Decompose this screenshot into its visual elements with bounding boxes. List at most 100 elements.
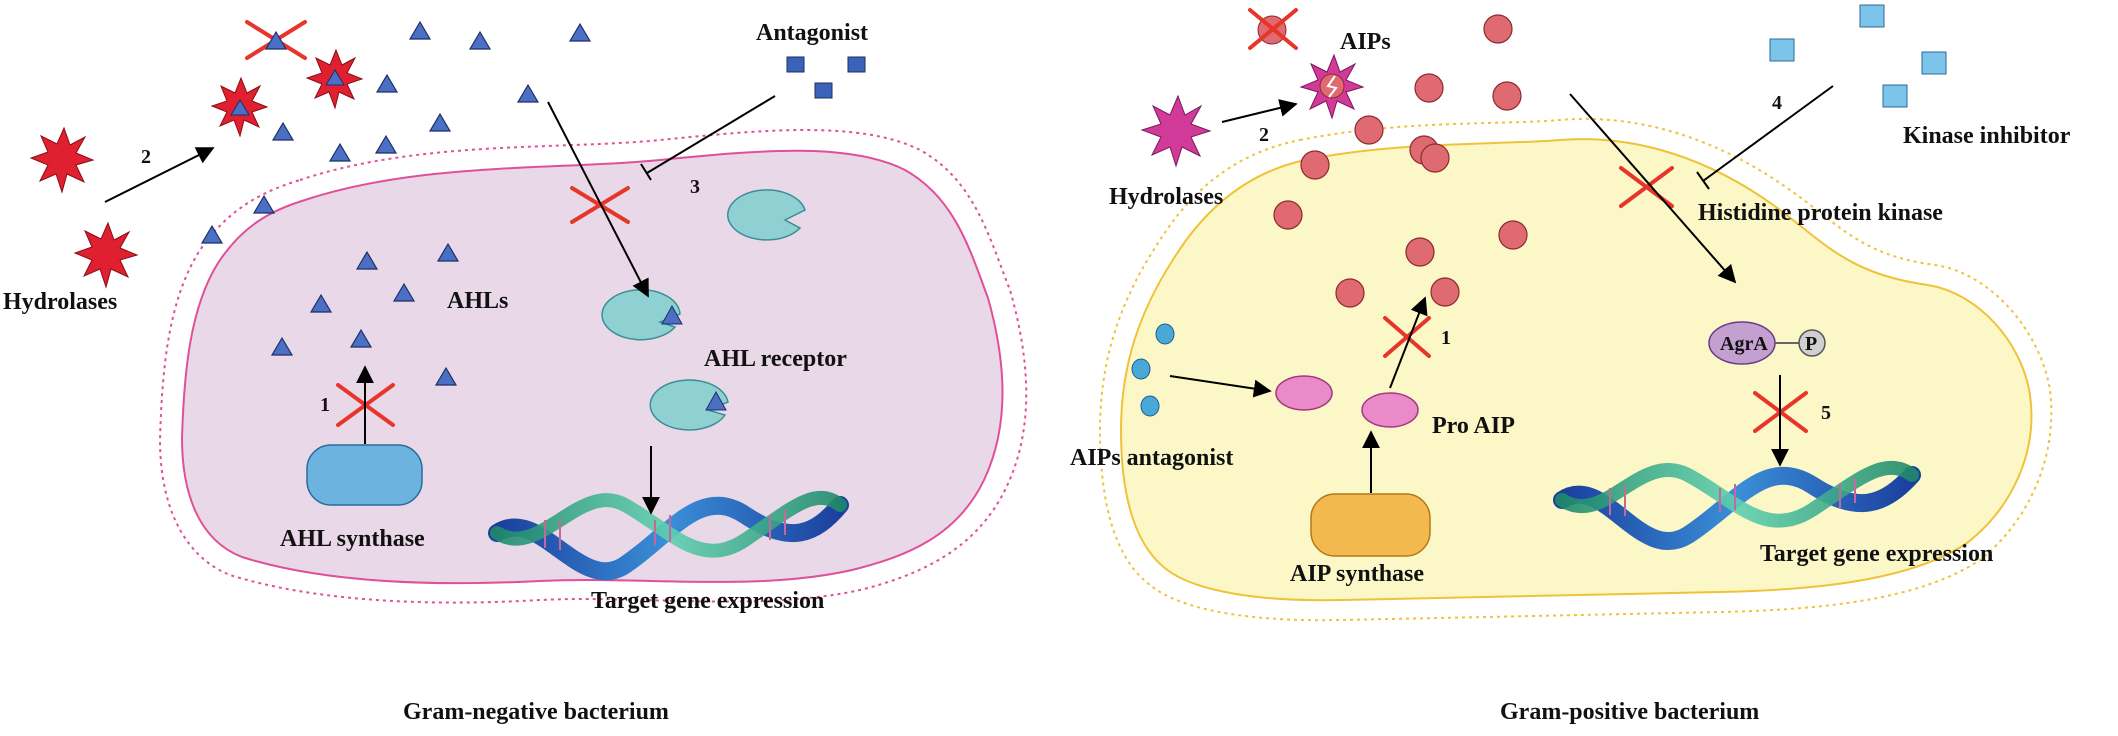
kinase-inhibitor-label: Kinase inhibitor <box>1903 123 2071 149</box>
inhibition-x-icon <box>1383 316 1431 358</box>
ahl-triangle <box>374 134 398 154</box>
ahl-bound <box>325 69 345 86</box>
gn-arrows <box>104 95 776 515</box>
ahl-bound <box>661 304 683 325</box>
step-2-label: 2 <box>1259 124 1269 146</box>
target-gene-label: Target gene expression <box>591 588 824 614</box>
ahl-synthase-label: AHL synthase <box>280 526 425 552</box>
kinase-inhibition-line <box>1702 85 1834 182</box>
aip-circle <box>1483 14 1513 44</box>
aips-antagonist-circle <box>1140 395 1160 417</box>
arrow-proaip-to-aip <box>1389 296 1428 389</box>
aip-circle <box>1354 115 1384 145</box>
arrow-aip-to-agra <box>1569 93 1737 284</box>
pro-aip-shape <box>1361 392 1419 428</box>
aip-synthase-shape <box>1310 493 1431 557</box>
hydrolases-label: Hydrolases <box>3 289 117 315</box>
ahl-triangle <box>270 336 294 356</box>
aip-circle <box>1414 73 1444 103</box>
ahl-triangle <box>428 112 452 132</box>
gp-aip-molecules <box>1273 14 1528 308</box>
gp-dna-helix <box>1553 460 1921 550</box>
step-1-label: 1 <box>320 394 330 416</box>
phosphate-shape <box>1798 329 1826 357</box>
step-4-label: 4 <box>1772 92 1782 114</box>
ahl-triangle <box>328 142 352 162</box>
pro-aip-label: Pro AIP <box>1432 413 1515 439</box>
ahl-triangle <box>271 121 295 141</box>
ahl-triangle <box>436 242 460 262</box>
ahl-receptor-shape <box>601 288 681 341</box>
ahl-triangle <box>355 250 379 270</box>
kinase-inhibitor-square <box>1882 84 1908 108</box>
ahl-receptor-shape <box>727 189 806 241</box>
gn-hydrolase-enzymes <box>29 48 364 289</box>
ahls-label: AHLs <box>447 288 508 314</box>
inhibition-x-icon <box>1248 8 1298 50</box>
histidine-kinase-label: Histidine protein kinase <box>1698 200 1943 226</box>
ahl-triangle <box>375 73 399 93</box>
ahl-bound <box>230 99 250 116</box>
antagonist-label: Antagonist <box>756 20 868 46</box>
gn-ahl-receptors <box>601 189 806 431</box>
step-1-label: 1 <box>1441 327 1451 349</box>
aip-cleave-mark <box>1326 75 1338 98</box>
antagonist-square <box>847 56 866 73</box>
antagonist-inhibition-line <box>646 95 776 174</box>
aip-synthase-label: AIP synthase <box>1290 561 1424 587</box>
gp-antagonist-molecules <box>1131 323 1175 417</box>
ahl-receptor-shape <box>649 379 729 431</box>
aip-circle <box>1430 277 1460 307</box>
gram-positive-panel: AIPs Hydrolases Kinase inhibitor Histidi… <box>1070 4 2071 725</box>
gn-cytoplasm <box>180 149 1004 585</box>
ahl-triangle <box>252 194 276 214</box>
gram-negative-caption: Gram-negative bacterium <box>403 699 669 725</box>
gn-antagonist-molecules <box>786 56 866 99</box>
aip-circle <box>1498 220 1528 250</box>
ahl-triangle <box>408 20 432 40</box>
arrow-hydrolase-to-aip <box>1221 99 1298 123</box>
gn-ahl-molecules <box>200 20 592 386</box>
aip-circle <box>1300 150 1330 180</box>
antagonist-square <box>814 82 833 99</box>
target-gene-label: Target gene expression <box>1760 541 1993 567</box>
ahl-triangle <box>264 30 288 50</box>
gp-arrows <box>1169 85 1834 493</box>
ahl-bound <box>705 390 727 411</box>
aip-circle <box>1405 237 1435 267</box>
aip-circle <box>1335 278 1365 308</box>
ahl-synthase-shape <box>306 444 423 506</box>
kinase-inhibition-bar <box>1696 171 1710 190</box>
hydrolase-star <box>29 126 95 194</box>
pro-aip-shape <box>1275 375 1333 411</box>
antagonist-inhibition-bar <box>640 163 652 181</box>
ahl-triangle <box>309 293 333 313</box>
kinase-inhibitor-square <box>1769 38 1795 62</box>
aips-antagonist-circle <box>1131 358 1151 380</box>
gram-positive-caption: Gram-positive bacterium <box>1500 699 1759 725</box>
hydrolase-star <box>73 221 139 289</box>
ahl-triangle <box>349 328 373 348</box>
antagonist-square <box>786 56 805 73</box>
phosphate-label: P <box>1805 333 1817 355</box>
arrow-antagonist-to-proaip <box>1169 375 1272 398</box>
kinase-inhibitor-square <box>1921 51 1947 75</box>
step-3-label: 3 <box>690 176 700 198</box>
ahl-triangle <box>568 22 592 42</box>
aips-antagonist-label: AIPs antagonist <box>1070 445 1233 471</box>
ahl-triangle <box>434 366 458 386</box>
agra-label: AgrA <box>1720 333 1768 355</box>
gn-labels: Hydrolases Antagonist AHLs AHL receptor … <box>3 20 868 725</box>
kinase-inhibitor-square <box>1859 4 1885 28</box>
step-5-label: 5 <box>1821 402 1831 424</box>
ahl-triangle <box>468 30 492 50</box>
ahl-receptor-label: AHL receptor <box>704 346 847 372</box>
aips-antagonist-circle <box>1155 323 1175 345</box>
aip-circle <box>1420 143 1450 173</box>
aip-circle <box>1492 81 1522 111</box>
hydrolase-star <box>1140 94 1212 168</box>
ahl-triangle <box>392 282 416 302</box>
step-2-label: 2 <box>141 146 151 168</box>
gram-negative-panel: Hydrolases Antagonist AHLs AHL receptor … <box>3 20 1028 725</box>
